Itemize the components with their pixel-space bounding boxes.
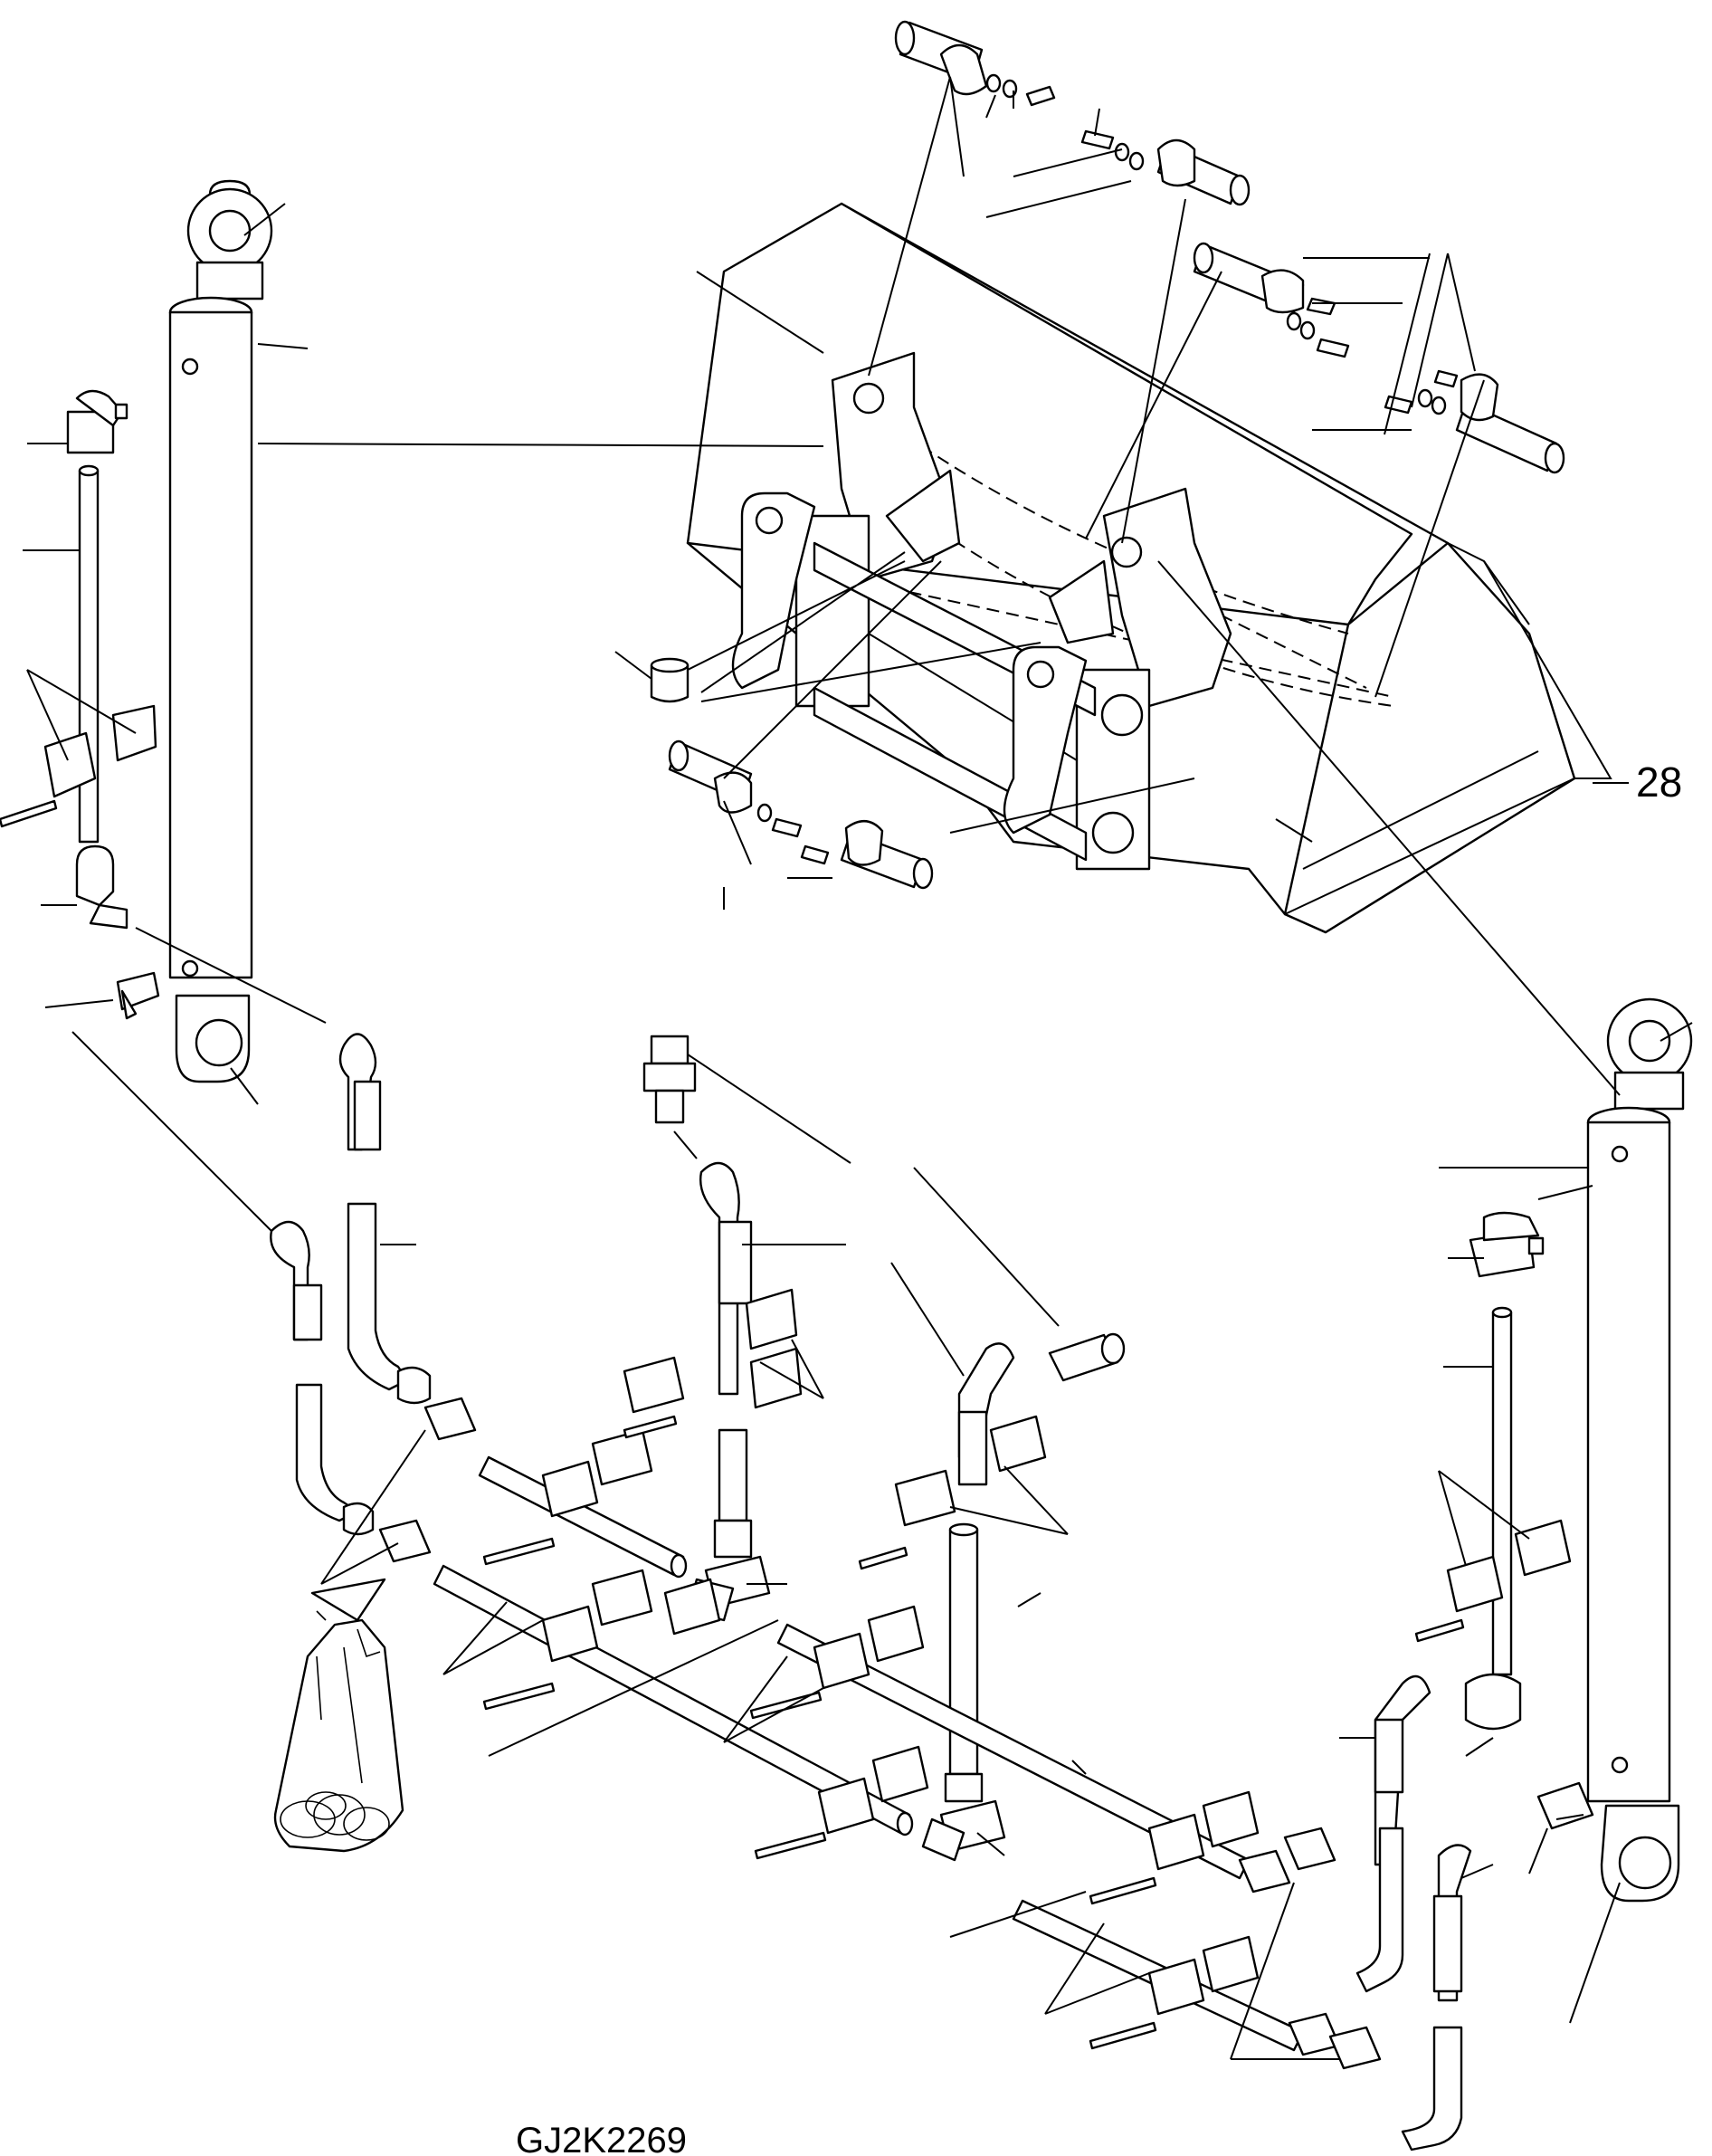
callout-number: 28 (1636, 758, 1682, 806)
drawing-code: GJ2K2269 (516, 2121, 687, 2156)
seal-kit-bag (273, 1578, 404, 1853)
hoses (270, 1033, 1472, 2151)
fittings (378, 1035, 1594, 2070)
right-cylinder (1586, 997, 1693, 1903)
left-cylinder (168, 179, 273, 1083)
left-upper-fitting (0, 389, 160, 1020)
bucket (686, 202, 1612, 934)
leader-lines (23, 76, 1693, 2060)
clamps (482, 1288, 1572, 2050)
bucket-pins (650, 20, 1565, 890)
